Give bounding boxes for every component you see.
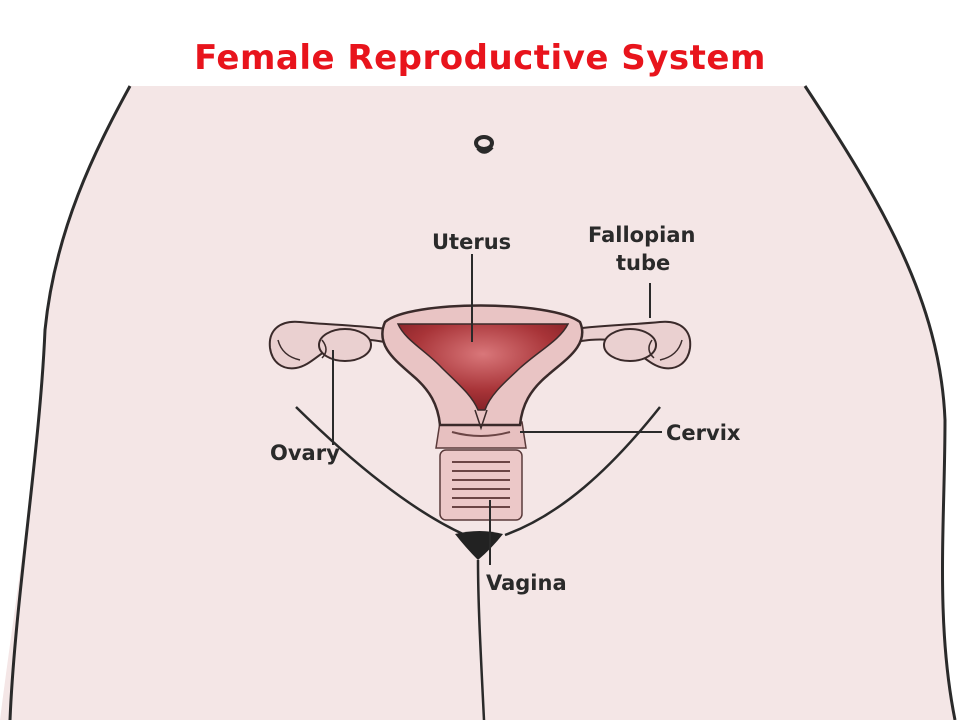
page-title: Female Reproductive System <box>194 38 766 78</box>
vagina-tube <box>439 449 523 521</box>
navel-icon <box>474 135 494 154</box>
label-cervix: Cervix <box>666 421 741 445</box>
label-uterus: Uterus <box>432 230 511 254</box>
label-vagina: Vagina <box>486 571 567 595</box>
body-right-edge <box>803 85 957 720</box>
uterine-cavity <box>396 323 570 411</box>
ovary-right <box>603 328 657 362</box>
label-fallopian-line2: tube <box>616 251 670 275</box>
ovary-left <box>318 328 372 362</box>
label-ovary: Ovary <box>270 441 340 465</box>
groin-line-left <box>295 406 466 537</box>
thigh-line <box>476 559 486 720</box>
body-left-edge <box>8 85 132 720</box>
label-fallopian-line1: Fallopian <box>588 223 695 247</box>
groin-line-right <box>504 406 661 537</box>
